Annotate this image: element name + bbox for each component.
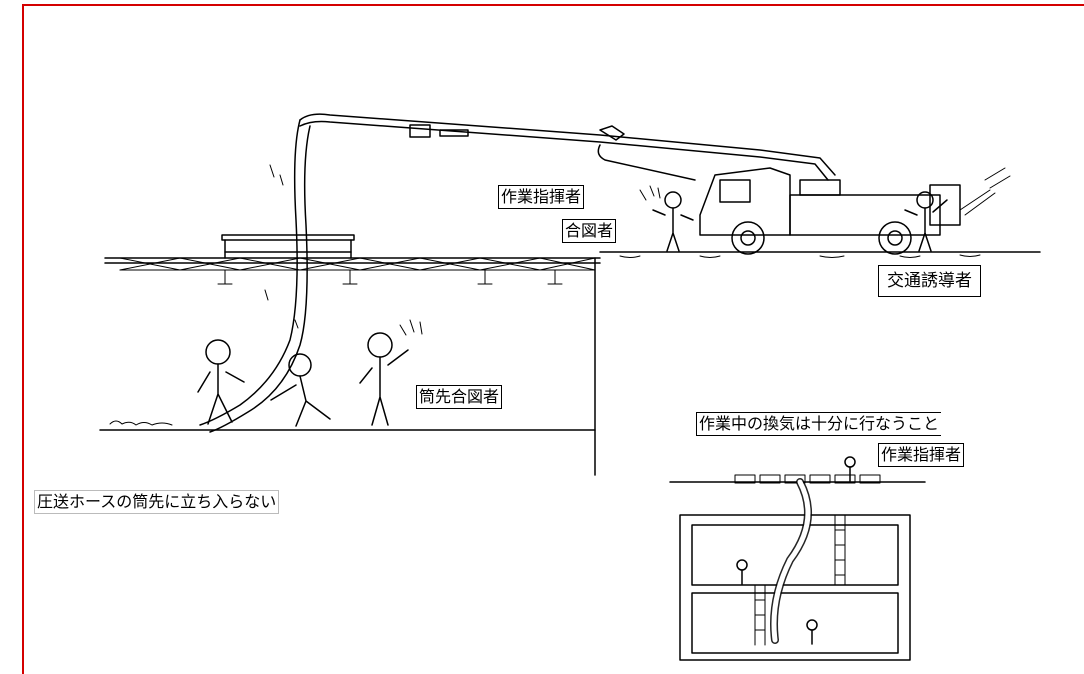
hose-warning-label: 圧送ホースの筒先に立ち入らない	[34, 490, 280, 514]
hose-workers-figures	[197, 319, 423, 427]
guardrail	[221, 234, 355, 259]
ventilation-note-label: 作業中の換気は十分に行なうこと	[696, 412, 942, 436]
nozzle-signaler-label: 筒先合図者	[416, 385, 503, 409]
deck-truss	[119, 257, 596, 285]
supervisor-label-bottom: 作業指揮者	[878, 443, 965, 467]
culvert-structure	[669, 456, 926, 661]
concrete-pile	[109, 420, 173, 426]
pump-truck	[699, 167, 1011, 255]
signaler-label-top: 合図者	[562, 219, 617, 243]
traffic-guide-label: 交通誘導者	[878, 265, 981, 297]
page-frame	[22, 4, 1084, 674]
traffic-guide-figure	[904, 191, 948, 252]
pump-boom	[199, 113, 836, 433]
supervisor-label-top: 作業指揮者	[498, 185, 585, 209]
signaler-figure-top	[639, 185, 694, 252]
